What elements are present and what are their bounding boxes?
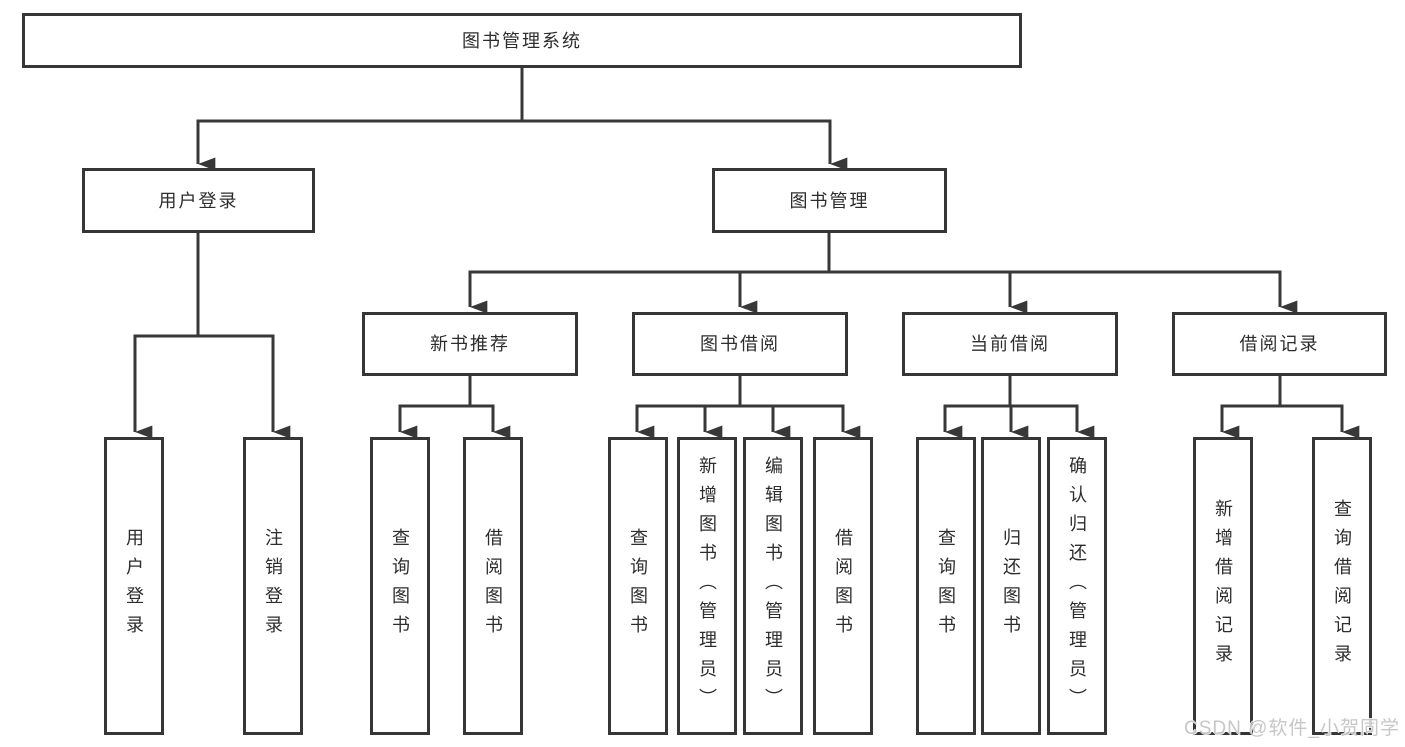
leaf-label: 用户登录 xyxy=(124,528,144,644)
leaf-label: 确认归还（管理员） xyxy=(1067,455,1087,717)
leaf-return-books: 归还图书 xyxy=(981,437,1041,735)
leaf-query-books-borrow: 查询图书 xyxy=(608,437,668,735)
leaf-label: 查询图书 xyxy=(628,528,648,644)
leaf-add-books-admin: 新增图书（管理员） xyxy=(677,437,737,735)
node-new-book-recommend: 新书推荐 xyxy=(362,312,578,376)
node-label: 新书推荐 xyxy=(430,334,510,354)
leaf-label: 编辑图书（管理员） xyxy=(763,455,783,717)
node-book-management: 图书管理 xyxy=(712,168,947,233)
node-label: 借阅记录 xyxy=(1239,334,1320,354)
node-borrow-records: 借阅记录 xyxy=(1172,312,1387,376)
leaf-label: 借阅图书 xyxy=(833,528,853,644)
node-current-borrow: 当前借阅 xyxy=(902,312,1118,376)
node-book-borrow: 图书借阅 xyxy=(632,312,848,376)
leaf-query-books-current: 查询图书 xyxy=(916,437,976,735)
leaf-query-books-newbook: 查询图书 xyxy=(370,437,430,735)
leaf-borrow-books-newbook: 借阅图书 xyxy=(463,437,523,735)
leaf-label: 归还图书 xyxy=(1001,528,1021,644)
leaf-borrow-books: 借阅图书 xyxy=(813,437,873,735)
leaf-label: 查询借阅记录 xyxy=(1332,499,1352,673)
leaf-label: 查询图书 xyxy=(390,528,410,644)
leaf-edit-books-admin: 编辑图书（管理员） xyxy=(743,437,803,735)
node-user-login: 用户登录 xyxy=(82,168,315,233)
leaf-label: 借阅图书 xyxy=(483,528,503,644)
csdn-watermark: CSDN @软件_小贺同学 xyxy=(1184,718,1400,739)
leaf-label: 新增借阅记录 xyxy=(1213,499,1233,673)
node-label: 图书管理 xyxy=(789,190,870,211)
leaf-label: 新增图书（管理员） xyxy=(697,455,717,717)
node-label: 当前借阅 xyxy=(970,334,1050,354)
leaf-user-login: 用户登录 xyxy=(104,437,164,735)
leaf-query-borrow-record: 查询借阅记录 xyxy=(1312,437,1372,735)
leaf-label: 注销登录 xyxy=(263,528,283,644)
node-root-system: 图书管理系统 xyxy=(22,13,1022,68)
node-label: 图书借阅 xyxy=(700,334,780,354)
node-label: 用户登录 xyxy=(158,190,239,211)
leaf-add-borrow-record: 新增借阅记录 xyxy=(1193,437,1253,735)
leaf-confirm-return-admin: 确认归还（管理员） xyxy=(1047,437,1107,735)
leaf-label: 查询图书 xyxy=(936,528,956,644)
leaf-logout: 注销登录 xyxy=(243,437,303,735)
node-label: 图书管理系统 xyxy=(462,30,582,51)
